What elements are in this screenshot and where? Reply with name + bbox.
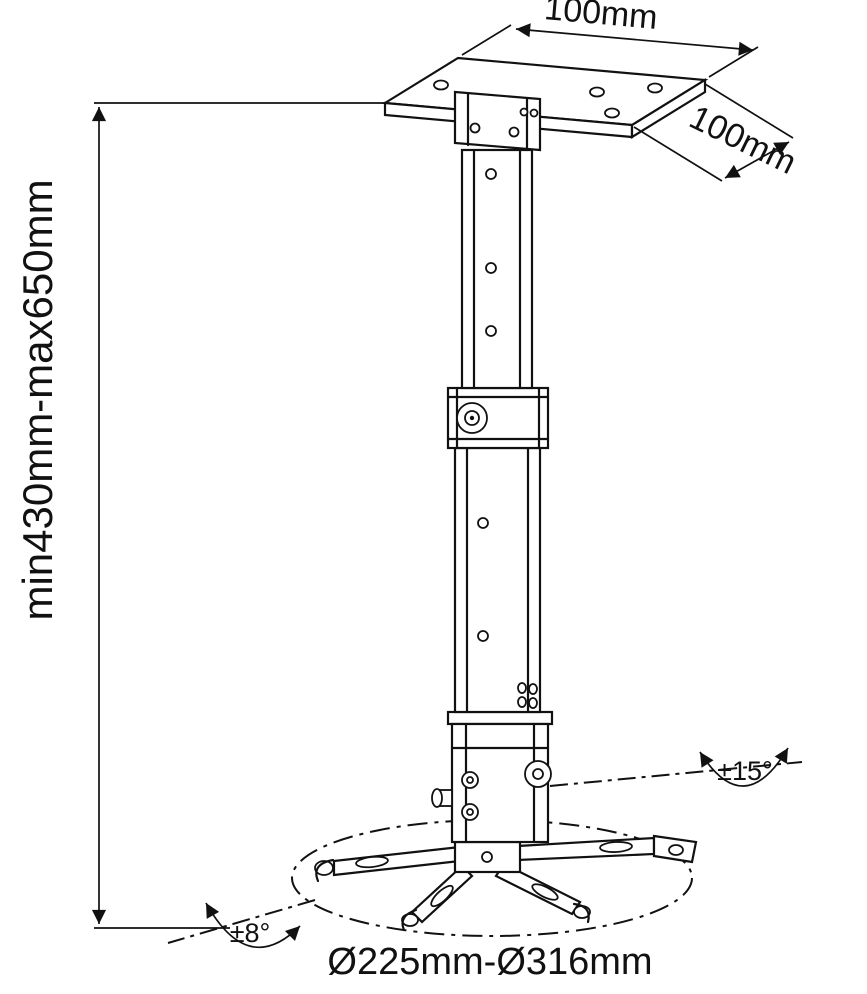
adjustment-hole (485, 325, 497, 337)
tilt-arc-arrow (699, 747, 789, 787)
side-depth-label: 100mm (684, 98, 803, 182)
plate-hole (604, 107, 620, 119)
tilt-angle-label: ±15° (717, 756, 773, 786)
spider-base (314, 834, 698, 932)
swivel-arc-arrow (205, 902, 301, 949)
base-hub (453, 840, 522, 874)
adjustment-hole (477, 630, 489, 642)
top-width-label: 100mm (543, 0, 659, 37)
upper-tube (460, 148, 534, 390)
adjustment-hole (485, 262, 497, 274)
plate-hole (589, 86, 605, 98)
base-arm-left (314, 845, 462, 883)
tilt-bracket (431, 710, 554, 844)
ceiling-plate (381, 56, 709, 152)
adjustment-hole (477, 517, 489, 529)
diameter-annotation: Ø225mm-Ø316mm (327, 941, 652, 983)
base-arm-right (516, 834, 698, 864)
plate-hole (433, 79, 449, 91)
swivel-angle-label: ±8° (230, 918, 271, 948)
height-clamp (446, 386, 550, 450)
bracket-flange (446, 710, 554, 726)
plate-hole (647, 82, 663, 94)
lower-tube (453, 446, 542, 714)
swivel-annotation: ±8° (167, 899, 316, 949)
height-range-label: min430mm-max650mm (14, 179, 61, 620)
plate-right-edge (630, 78, 707, 139)
height-dimension: min430mm-max650mm (14, 102, 385, 929)
tilt-annotation: ±15° (549, 747, 803, 787)
plate-channel (453, 90, 542, 152)
base-arm-front-left (401, 864, 474, 932)
base-diameter-label: Ø225mm-Ø316mm (327, 941, 652, 983)
adjustment-hole (485, 168, 497, 180)
